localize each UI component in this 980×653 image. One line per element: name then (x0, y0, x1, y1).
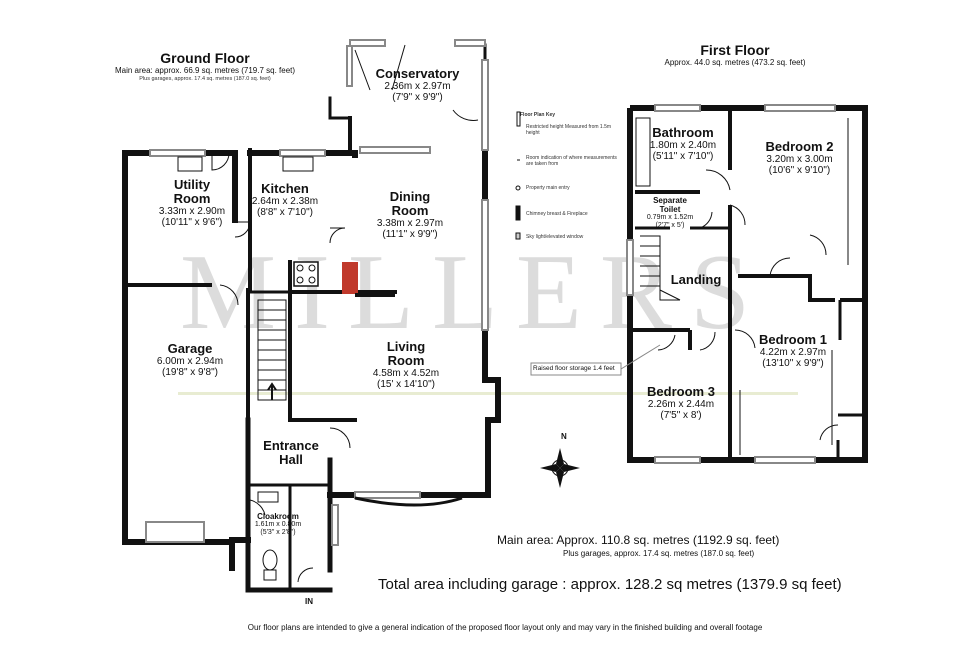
total-garages: Plus garages, approx. 17.4 sq. metres (1… (563, 549, 755, 558)
room-landing: Landing (664, 273, 728, 287)
storage-note: Raised floor storage 1.4 feet (533, 365, 615, 372)
ground-floor-windows (145, 39, 489, 546)
ground-floor-title: Ground Floor (160, 50, 250, 66)
room-dims: 3.33m x 2.90m (158, 206, 226, 217)
room-name: Bathroom (652, 125, 714, 140)
room-name: Hall (279, 452, 303, 467)
ground-floor-garages: Plus garages, approx. 17.4 sq. metres (1… (139, 76, 271, 82)
key-item: Property main entry (526, 185, 570, 191)
key-item: Room indication of where measurements ar… (526, 155, 617, 167)
room-dims: 6.00m x 2.94m (156, 356, 224, 367)
compass-rose (540, 448, 580, 488)
key-item: Restricted height Measured from 1.5m hei… (526, 124, 612, 136)
room-imperial: (13'10" x 9'9") (762, 358, 824, 369)
room-name: Garage (167, 341, 213, 356)
room-name: Kitchen (261, 181, 309, 196)
room-dining: Dining Room 3.38m x 2.97m (11'1" x 9'9") (360, 189, 460, 241)
room-dims: 4.58m x 4.52m (372, 368, 440, 379)
room-dims: 0.79m x 1.52m (646, 214, 694, 221)
room-utility: Utility Room 3.33m x 2.90m (10'11" x 9'6… (148, 177, 236, 229)
room-name: Dining (389, 189, 431, 204)
room-name: Room (391, 203, 429, 218)
room-imperial: (15' x 14'10") (377, 379, 435, 390)
room-imperial: (10'11" x 9'6") (161, 217, 223, 228)
room-dims: 2.26m x 2.44m (647, 399, 715, 410)
room-entrance-hall: Entrance Hall (256, 439, 326, 467)
key-title: Floor Plan Key (520, 112, 556, 118)
room-name: Room (173, 191, 211, 206)
room-dims: 3.38m x 2.97m (376, 218, 444, 229)
room-name: Living (386, 339, 426, 354)
entrance-label: IN (305, 597, 313, 606)
room-dims: 1.80m x 2.40m (649, 140, 717, 151)
watermark-rule (178, 392, 798, 395)
ground-floor-area: Main area: approx. 66.9 sq. metres (719.… (114, 66, 296, 75)
room-imperial: (19'8" x 9'8") (162, 367, 218, 378)
room-imperial: (2'7" x 5') (655, 222, 685, 229)
compass-north-label: N (561, 432, 567, 441)
room-name: Utility (173, 177, 211, 192)
ground-doors (211, 44, 479, 583)
chimney (342, 262, 358, 294)
room-garage: Garage 6.00m x 2.94m (19'8" x 9'8") (140, 341, 240, 379)
room-imperial: (7'9" x 9'9") (392, 92, 443, 103)
room-imperial: (8'8" x 7'10") (257, 207, 313, 218)
room-dims: 3.20m x 3.00m (766, 154, 833, 165)
room-name: Toilet (659, 205, 681, 214)
room-dims: 2.64m x 2.38m (251, 196, 319, 207)
room-bedroom-3: Bedroom 3 2.26m x 2.44m (7'5" x 8') (636, 384, 726, 422)
room-cloakroom: Cloakroom 1.61m x 0.80m (5'3" x 2'8") (250, 512, 306, 537)
room-name: Conservatory (375, 66, 460, 81)
room-imperial: (11'1" x 9'9") (382, 229, 438, 240)
room-imperial: (7'5" x 8') (660, 410, 702, 421)
room-dims: 1.61m x 0.80m (254, 521, 302, 528)
ground-floor-walls (122, 43, 501, 593)
floor-plan-key: Floor Plan Key (516, 112, 621, 118)
room-name: Bedroom 2 (765, 139, 834, 154)
room-name: Room (387, 353, 425, 368)
total-area-including-garage: Total area including garage : approx. 12… (378, 576, 842, 593)
room-separate-toilet: Separate Toilet 0.79m x 1.52m (2'7" x 5'… (640, 196, 700, 230)
room-name: Separate (653, 196, 687, 205)
first-floor-title: First Floor (700, 42, 770, 58)
room-dims: 4.22m x 2.97m (759, 347, 827, 358)
room-imperial: (10'6" x 9'10") (768, 165, 831, 176)
total-main-area: Main area: Approx. 110.8 sq. metres (119… (497, 533, 780, 547)
key-item: Chimney breast & Fireplace (526, 211, 588, 217)
room-imperial: (5'3" x 2'8") (260, 529, 296, 536)
room-name: Landing (670, 272, 722, 287)
room-bathroom: Bathroom 1.80m x 2.40m (5'11" x 7'10") (640, 125, 726, 163)
room-dims: 2.36m x 2.97m (384, 81, 451, 92)
room-name: Bedroom 3 (647, 384, 715, 399)
room-living: Living Room 4.58m x 4.52m (15' x 14'10") (350, 339, 462, 391)
room-name: Cloakroom (257, 512, 299, 521)
key-item: Sky light/elevated window (526, 234, 584, 240)
room-name: Entrance (263, 438, 319, 453)
room-conservatory: Conservatory 2.36m x 2.97m (7'9" x 9'9") (360, 66, 475, 104)
room-bedroom-2: Bedroom 2 3.20m x 3.00m (10'6" x 9'10") (752, 139, 847, 177)
room-bedroom-1: Bedroom 1 4.22m x 2.97m (13'10" x 9'9") (748, 332, 838, 370)
room-kitchen: Kitchen 2.64m x 2.38m (8'8" x 7'10") (250, 181, 320, 219)
room-imperial: (5'11" x 7'10") (652, 151, 714, 162)
first-floor-area: Approx. 44.0 sq. metres (473.2 sq. feet) (664, 58, 806, 67)
room-name: Bedroom 1 (759, 332, 827, 347)
disclaimer: Our floor plans are intended to give a g… (247, 623, 763, 632)
